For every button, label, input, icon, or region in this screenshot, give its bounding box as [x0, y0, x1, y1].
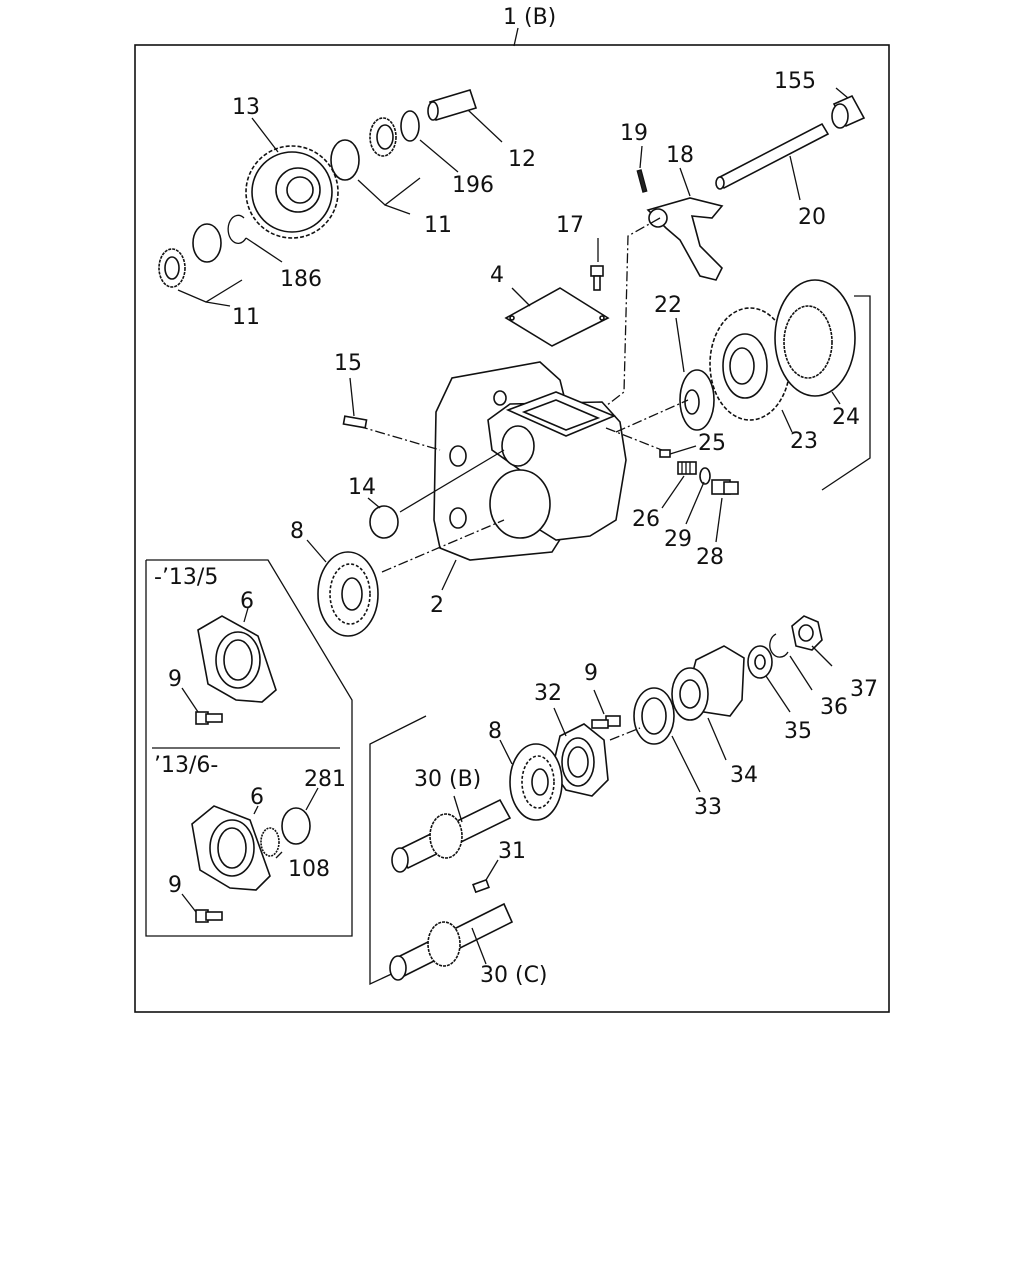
bearing-11-upper [330, 117, 397, 181]
ring-281 [281, 807, 311, 845]
bolt-17 [590, 265, 604, 291]
callout-281: 281 [304, 767, 346, 792]
cover-4 [504, 287, 610, 347]
nut-37 [791, 615, 823, 651]
bushing-155 [831, 94, 866, 129]
callout-28: 28 [696, 545, 724, 570]
callout-26: 26 [632, 507, 660, 532]
snap-ring-186 [227, 214, 247, 244]
callout-14: 14 [348, 475, 376, 500]
output-shaft-30c [389, 902, 514, 981]
callout-11-lower: 11 [232, 305, 260, 330]
callout-22: 22 [654, 293, 682, 318]
callout-8-upper: 8 [290, 519, 304, 544]
lock-washer-36 [769, 633, 789, 658]
pin-19 [636, 169, 648, 193]
inset-new-range: ’13/6- [154, 753, 218, 778]
callout-23: 23 [790, 429, 818, 454]
callout-36: 36 [820, 695, 848, 720]
shift-shaft-20 [715, 122, 830, 190]
washer-22 [679, 369, 715, 431]
callout-30c: 30 (C) [480, 963, 548, 988]
callout-35: 35 [784, 719, 812, 744]
callout-9-old: 9 [168, 667, 182, 692]
callout-17: 17 [556, 213, 584, 238]
callout-8-lower: 8 [488, 719, 502, 744]
bearing-8-upper [317, 551, 379, 637]
callout-30b: 30 (B) [414, 767, 481, 792]
callout-37: 37 [850, 677, 878, 702]
washer-35 [747, 645, 773, 679]
inset-old-range: -’13/5 [154, 565, 218, 590]
main-frame [134, 44, 890, 1013]
bolt-9-shaft [591, 715, 621, 729]
callout-9-shaft: 9 [584, 661, 598, 686]
plug-25 [659, 449, 671, 458]
bearing-8-lower [509, 743, 563, 821]
bolt-9-new [195, 909, 223, 923]
dowel-15 [342, 415, 368, 429]
washer-29 [699, 467, 711, 485]
housing-2 [433, 361, 627, 561]
flange-6-old [197, 615, 277, 703]
callout-2: 2 [430, 593, 444, 618]
callout-186: 186 [280, 267, 322, 292]
callout-12: 12 [508, 147, 536, 172]
callout-25: 25 [698, 431, 726, 456]
retainer-32 [551, 723, 609, 797]
shift-fork-18 [646, 197, 724, 281]
callout-18: 18 [666, 143, 694, 168]
bolt-28 [711, 479, 739, 495]
callout-29: 29 [664, 527, 692, 552]
pin-12 [427, 89, 478, 121]
callout-32: 32 [534, 681, 562, 706]
callout-11-upper: 11 [424, 213, 452, 238]
callout-31: 31 [498, 839, 526, 864]
callout-9-new: 9 [168, 873, 182, 898]
bearing-11-lower [158, 223, 222, 288]
diagram-title: 1 (B) [503, 5, 556, 30]
output-shaft-30b [391, 798, 512, 873]
callout-196: 196 [452, 173, 494, 198]
callout-13: 13 [232, 95, 260, 120]
callout-34: 34 [730, 763, 758, 788]
callout-20: 20 [798, 205, 826, 230]
callout-24: 24 [832, 405, 860, 430]
callout-6-old: 6 [240, 589, 254, 614]
callout-155: 155 [774, 69, 816, 94]
flange-6-new [191, 805, 271, 891]
key-31 [472, 878, 490, 894]
oil-seal-33 [633, 687, 675, 745]
flange-34 [671, 645, 745, 721]
spring-26 [677, 461, 697, 475]
ring-196 [400, 110, 420, 142]
seal-14 [369, 505, 399, 539]
callout-4: 4 [490, 263, 504, 288]
inset-frame [145, 559, 353, 937]
callout-6-new: 6 [250, 785, 264, 810]
callout-108: 108 [288, 857, 330, 882]
callout-19: 19 [620, 121, 648, 146]
callout-15: 15 [334, 351, 362, 376]
snap-ring-108 [260, 827, 280, 857]
callout-33: 33 [694, 795, 722, 820]
counter-gear-13 [245, 145, 339, 239]
sleeve-24 [774, 279, 856, 397]
bolt-9-old [195, 711, 223, 725]
